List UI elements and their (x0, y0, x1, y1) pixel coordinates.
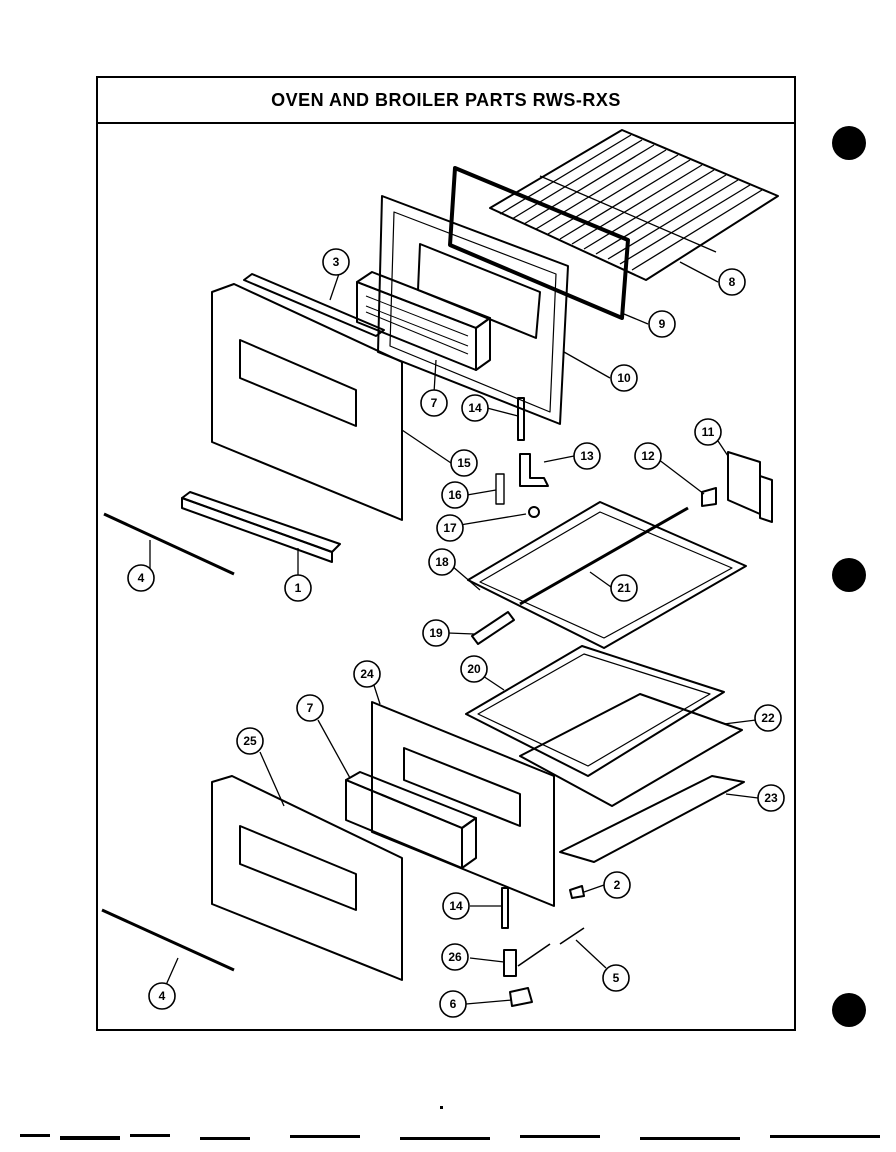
callout-label: 22 (761, 711, 775, 725)
callout-17: 17 (436, 514, 464, 542)
broiler-pan-insert (465, 645, 725, 777)
callout-label: 14 (449, 899, 463, 913)
callout-20: 20 (460, 655, 488, 683)
callout-label: 10 (617, 371, 631, 385)
callout-14-upper: 14 (461, 394, 489, 422)
callout-1: 1 (284, 574, 312, 602)
broiler-support-frame (467, 501, 747, 649)
callout-4-upper: 4 (127, 564, 155, 592)
callout-8: 8 (718, 268, 746, 296)
callout-3: 3 (322, 248, 350, 276)
callout-label: 14 (468, 401, 482, 415)
oven-hinge-bracket (517, 397, 525, 441)
broiler-outer-door (211, 775, 403, 981)
callout-2: 2 (603, 871, 631, 899)
callout-16: 16 (441, 481, 469, 509)
callout-18: 18 (428, 548, 456, 576)
callout-15: 15 (450, 449, 478, 477)
title-bar: OVEN AND BROILER PARTS RWS-RXS (98, 78, 794, 124)
callout-label: 4 (159, 989, 166, 1003)
callout-label: 18 (435, 555, 449, 569)
callout-24: 24 (353, 660, 381, 688)
callout-label: 11 (702, 425, 715, 439)
broiler-pan (519, 693, 745, 863)
handle-rod-upper (103, 512, 235, 576)
callout-label: 21 (617, 581, 631, 595)
door-trim-strip (243, 273, 385, 337)
oven-door-glass-upper (356, 271, 491, 371)
binder-hole-top (832, 126, 866, 160)
callout-14-lower: 14 (442, 892, 470, 920)
callout-label: 17 (443, 521, 457, 535)
callout-label: 19 (429, 626, 443, 640)
callout-22: 22 (754, 704, 782, 732)
oven-door-inner-panel (377, 195, 569, 425)
callout-label: 7 (307, 701, 314, 715)
binder-hole-middle (832, 558, 866, 592)
oven-door-handle (181, 491, 341, 563)
callout-label: 4 (138, 571, 145, 585)
callout-label: 16 (448, 488, 462, 502)
oven-rack (489, 129, 779, 281)
callout-label: 25 (243, 734, 257, 748)
callout-26: 26 (441, 943, 469, 971)
callouts: 8 9 10 3 7 14 15 13 11 12 16 17 4 1 18 2… (127, 248, 785, 1018)
callout-label: 12 (641, 449, 655, 463)
callout-7-upper: 7 (420, 389, 448, 417)
broiler-hinge-parts (501, 885, 585, 1007)
handle-rod-lower (101, 908, 235, 972)
binder-hole-bottom (832, 993, 866, 1027)
callout-label: 2 (614, 878, 621, 892)
callout-12: 12 (634, 442, 662, 470)
callout-7-lower: 7 (296, 694, 324, 722)
callout-21: 21 (610, 574, 638, 602)
callout-label: 5 (613, 971, 620, 985)
callout-9: 9 (648, 310, 676, 338)
callout-label: 15 (457, 456, 471, 470)
callout-23: 23 (757, 784, 785, 812)
oven-door-gasket (448, 166, 630, 320)
callout-label: 24 (360, 667, 374, 681)
callout-label: 20 (467, 662, 481, 676)
callout-6: 6 (439, 990, 467, 1018)
callout-11: 11 (694, 418, 722, 446)
callout-label: 7 (431, 396, 438, 410)
callout-25: 25 (236, 727, 264, 755)
callout-label: 26 (448, 950, 462, 964)
callout-label: 3 (333, 255, 340, 269)
callout-4-lower: 4 (148, 982, 176, 1010)
callout-5: 5 (602, 964, 630, 992)
callout-label: 13 (580, 449, 594, 463)
callout-label: 1 (295, 581, 302, 595)
callout-label: 23 (764, 791, 778, 805)
broiler-roller (471, 611, 515, 645)
callout-label: 6 (450, 997, 457, 1011)
broiler-brackets (701, 451, 773, 523)
callout-label: 8 (729, 275, 736, 289)
diagram-frame: OVEN AND BROILER PARTS RWS-RXS (96, 76, 796, 1031)
callout-13: 13 (573, 442, 601, 470)
oven-outer-door (211, 283, 403, 521)
callout-label: 9 (659, 317, 666, 331)
oven-hinge-parts (495, 453, 549, 518)
scan-artifacts (20, 1106, 880, 1140)
broiler-door-glass (345, 771, 477, 869)
diagram-title: OVEN AND BROILER PARTS RWS-RXS (271, 89, 621, 110)
leader-lines (149, 261, 759, 1005)
broiler-door-inner-panel (371, 701, 555, 907)
callout-19: 19 (422, 619, 450, 647)
callout-10: 10 (610, 364, 638, 392)
